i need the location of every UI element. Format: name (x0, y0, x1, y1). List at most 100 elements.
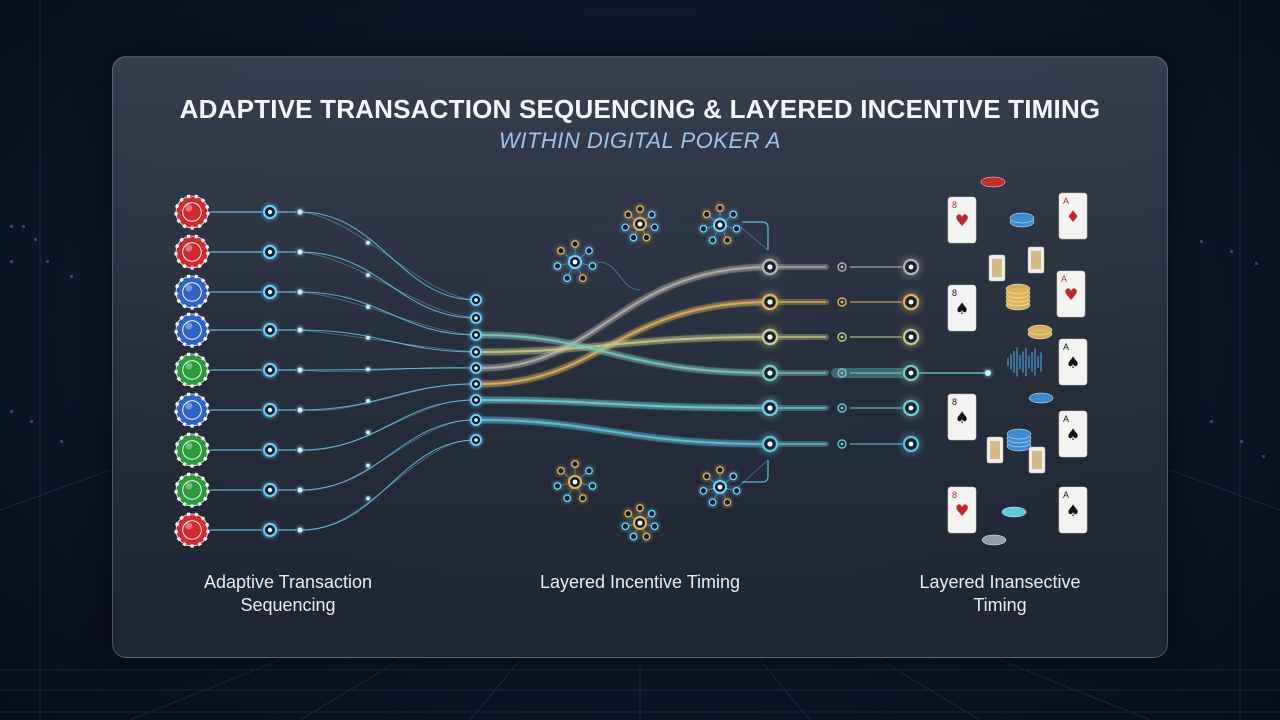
chip-stack (1028, 392, 1054, 404)
page-title: ADAPTIVE TRANSACTION SEQUENCING & LAYERE… (179, 94, 1101, 124)
flow-curve (299, 291, 477, 336)
lane-small-node (837, 297, 847, 307)
poker-chip (174, 312, 210, 348)
lane-end-node-core (908, 334, 914, 340)
card-suit: ♥ (1064, 285, 1078, 304)
transaction-node-core (267, 209, 273, 215)
playing-card: A♠ (1058, 410, 1088, 458)
section-label-line2: Timing (973, 595, 1027, 615)
flow-dot (366, 463, 370, 468)
bundle-node-core (474, 438, 478, 442)
bundle-node-core (474, 350, 478, 354)
small-node (297, 407, 303, 413)
card-suit: ♠ (1066, 501, 1080, 520)
transaction-node-core (267, 327, 273, 333)
section-label-line1: Layered Incentive Timing (539, 572, 741, 592)
transaction-node-core (267, 447, 273, 453)
lane-node-core (767, 405, 773, 411)
face-card (1028, 446, 1046, 474)
bundle-node-core (474, 298, 478, 302)
poker-chip (174, 472, 210, 508)
card-rank: 8 (952, 397, 957, 407)
poker-chip (174, 194, 210, 230)
bundle-node-core (474, 366, 478, 370)
chip-stack (981, 534, 1007, 546)
incentive-ribbon-core (481, 336, 771, 353)
bundle-node-core (474, 333, 478, 337)
node-cluster (699, 466, 741, 507)
flow-curve (299, 329, 477, 353)
chip-stack (1005, 283, 1031, 311)
incentive-ribbon-core (481, 266, 771, 369)
node-cluster (699, 204, 741, 245)
page-subtitle: WITHIN DIGITAL POKER A (499, 128, 781, 153)
highlight-lane-dot (985, 370, 991, 376)
lane-small-node-core (840, 371, 844, 375)
card-suit: ♠ (1066, 353, 1080, 372)
flow-curve (299, 419, 477, 491)
node-cluster (621, 504, 659, 541)
playing-card: 8♠ (947, 393, 977, 441)
lane-small-node (837, 368, 847, 378)
flow-curve (299, 251, 477, 319)
lane-small-node (837, 262, 847, 272)
section-label-line2: Sequencing (240, 595, 336, 615)
chip-stack (1006, 428, 1032, 452)
small-node (297, 487, 303, 493)
flow-curve (299, 383, 477, 411)
incentive-ribbon-core (481, 399, 771, 409)
bracket-bottom (742, 460, 769, 483)
poker-chip (174, 512, 210, 548)
chip-stack (1027, 324, 1053, 340)
lane-end-node-core (908, 405, 914, 411)
card-rank: 8 (952, 490, 957, 500)
lane-node-core (767, 264, 773, 270)
bundle-node-core (474, 398, 478, 402)
face-card (986, 436, 1004, 464)
transaction-node-core (267, 249, 273, 255)
flow-curve-secondary (299, 251, 477, 319)
playing-card: A♠ (1058, 486, 1088, 534)
card-rank: 8 (952, 200, 957, 210)
section-label-layered-inansective: Layered Inansective Timing (880, 571, 1120, 617)
flow-curve (299, 367, 477, 371)
flow-dot (366, 496, 370, 501)
poker-chip (174, 432, 210, 468)
flow-curve-secondary (299, 419, 477, 491)
lane-end-node-core (908, 370, 914, 376)
lane-end-node-core (908, 264, 914, 270)
transaction-node-core (267, 289, 273, 295)
lane-small-node-core (840, 406, 844, 410)
bundle-node-core (474, 418, 478, 422)
chip-column (174, 194, 210, 548)
section-label-line1: Adaptive Transaction (203, 572, 373, 592)
card-suit: ♦ (1066, 207, 1080, 226)
lane-node-core (767, 334, 773, 340)
transaction-node-core (267, 367, 273, 373)
small-node (297, 367, 303, 373)
flow-curve-secondary (299, 439, 477, 531)
card-suit: ♠ (955, 408, 969, 427)
card-suit: ♠ (955, 299, 969, 318)
flow-curve-secondary (299, 366, 477, 373)
flow-dot (366, 430, 370, 435)
lane-node-core (767, 441, 773, 447)
playing-card: 8♥ (947, 486, 977, 534)
poker-chip (174, 274, 210, 310)
chip-stack (1009, 212, 1035, 228)
poker-chip (174, 392, 210, 428)
flow-curve-secondary (299, 399, 477, 451)
node-cluster (553, 460, 597, 503)
chip-stack (1001, 506, 1027, 518)
playing-card: A♠ (1058, 338, 1088, 386)
node-layer (263, 205, 991, 537)
lane-small-node-core (840, 300, 844, 304)
lane-node-core (767, 299, 773, 305)
incentive-ribbon (478, 416, 774, 448)
bundle-node-core (474, 316, 478, 320)
card-rank: A (1061, 274, 1067, 284)
lane-small-node (837, 403, 847, 413)
card-suit: ♥ (955, 501, 969, 520)
